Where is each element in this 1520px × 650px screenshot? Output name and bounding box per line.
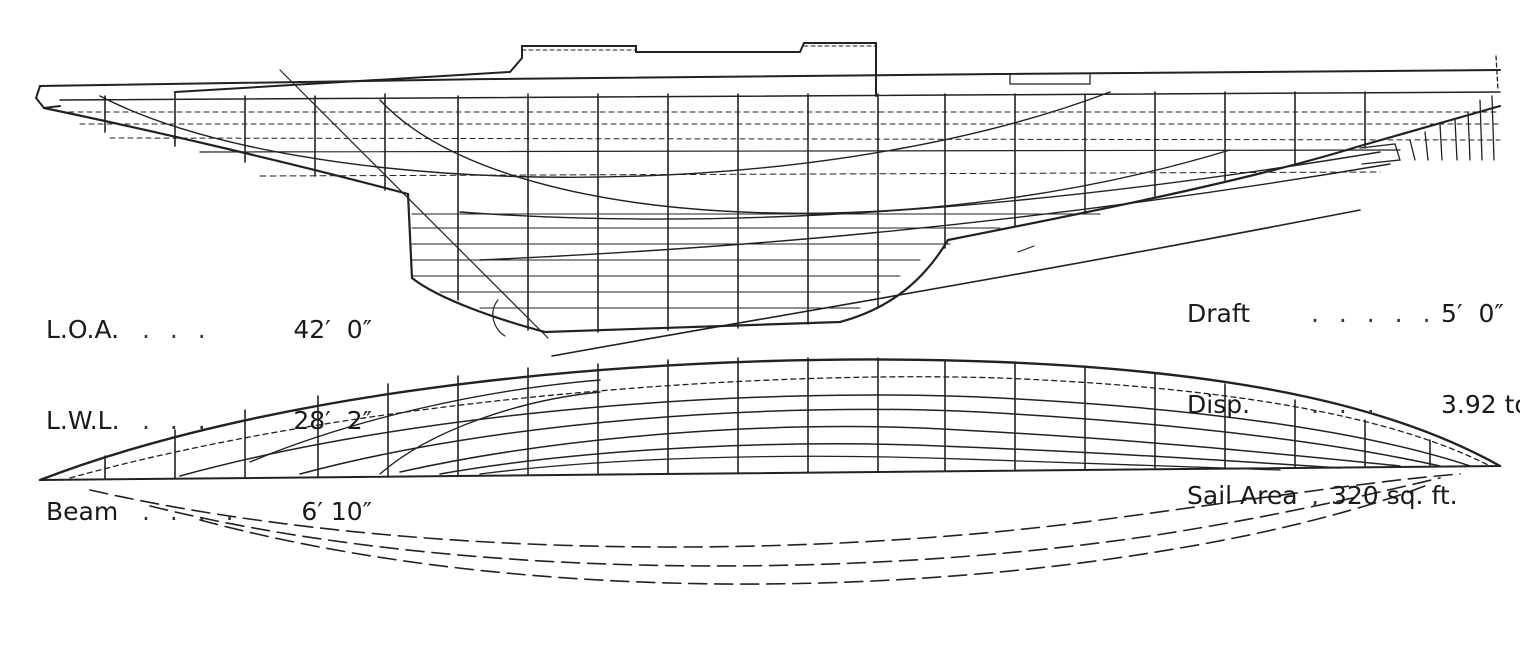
spec-row-loa: L.O.A. . . . 42′ 0″ <box>46 315 372 346</box>
spec-value: 5′ 0″ <box>1441 299 1504 328</box>
profile-view <box>34 42 1502 357</box>
spec-label: Disp. <box>1187 390 1251 419</box>
cabin-trunk <box>174 42 877 97</box>
spec-dots: . . . . <box>142 497 240 526</box>
forefoot <box>42 106 410 196</box>
plan-centerline <box>39 465 1501 481</box>
deck-line <box>59 91 1501 101</box>
spec-row-beam: Beam . . . . 6′ 10″ <box>46 497 372 528</box>
spec-label: L.W.L. <box>46 406 120 435</box>
spec-dots: . . . <box>142 406 212 435</box>
spec-value: 3.92 tons <box>1441 390 1520 419</box>
bow-nose <box>34 85 61 110</box>
spec-dots: . . . <box>142 315 212 344</box>
spec-row-disp: Disp. . . . 3.92 tons <box>1187 390 1520 421</box>
sheer-line <box>39 69 1501 87</box>
spec-value: 6′ 10″ <box>301 497 372 526</box>
plan-deck-edge <box>38 358 1502 482</box>
spec-row-lwl: L.W.L. . . . 28′ 2″ <box>46 406 372 437</box>
spec-value: 28′ 2″ <box>293 406 372 435</box>
keel-outline <box>406 104 1502 334</box>
spec-dots: , <box>1311 481 1325 510</box>
plan-lower-curves <box>89 473 1461 585</box>
plan-view <box>38 357 1502 585</box>
spec-value: 320 sq. ft. <box>1331 481 1458 510</box>
spec-label: Beam <box>46 497 119 526</box>
spec-label: Draft <box>1187 299 1251 328</box>
spec-label: L.O.A. <box>46 315 120 344</box>
spec-dots: . . . . . <box>1311 299 1437 328</box>
spec-dots: . . . <box>1311 390 1381 419</box>
spec-row-sail-area: Sail Area , 320 sq. ft. <box>1187 481 1511 512</box>
spec-label: Sail Area <box>1187 481 1298 510</box>
plan-stations <box>104 357 1431 480</box>
specs-right: Draft . . . . . 5′ 0″ Disp. . . . 3.92 t… <box>1187 239 1520 542</box>
specs-left: L.O.A. . . . 42′ 0″ L.W.L. . . . 28′ 2″ … <box>46 255 372 558</box>
spec-row-draft: Draft . . . . . 5′ 0″ <box>1187 299 1511 330</box>
spec-value: 42′ 0″ <box>293 315 372 344</box>
profile-stations <box>104 91 1366 333</box>
